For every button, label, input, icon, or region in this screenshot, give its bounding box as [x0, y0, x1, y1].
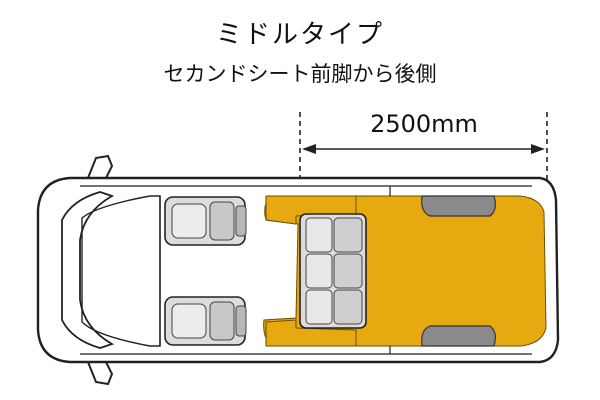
driver-seat	[164, 196, 247, 246]
wheel-well-top	[421, 195, 496, 217]
floor-front-lower	[265, 319, 357, 347]
dimension-label: 2500mm	[370, 110, 478, 138]
floor-front-upper	[265, 195, 357, 225]
dimension-arrow-right	[531, 144, 545, 154]
length-dimension: 2500mm	[299, 110, 548, 180]
body-inner-edge	[80, 185, 532, 355]
diagram-subtitle: セカンドシート前脚から後側	[163, 62, 437, 86]
diagram-title: ミドルタイプ	[215, 20, 384, 50]
dimension-arrow-left	[302, 144, 316, 154]
second-row-bench	[299, 213, 367, 329]
passenger-seat	[164, 296, 247, 346]
windshield	[61, 191, 115, 349]
wheel-well-bottom	[421, 325, 496, 347]
